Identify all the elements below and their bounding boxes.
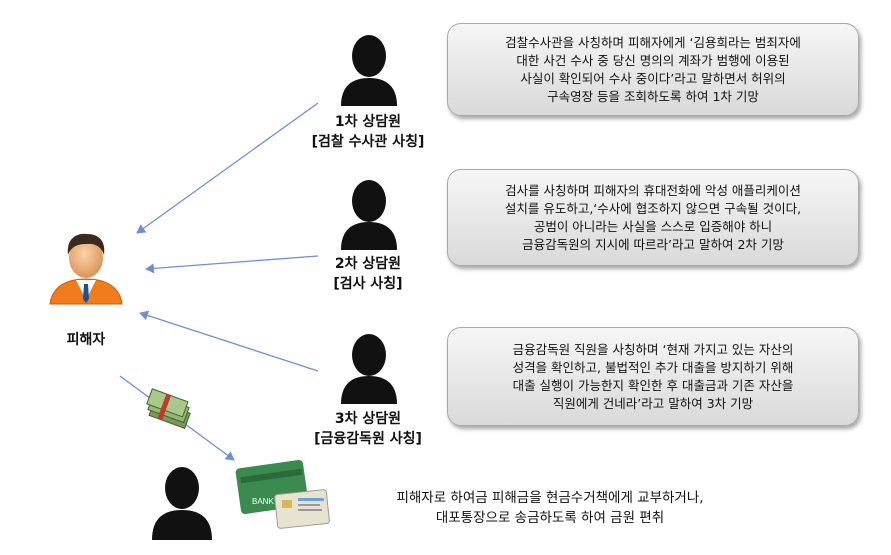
victim-label: 피해자 <box>66 332 106 348</box>
counselor-3-role: [금융감독원 사칭] <box>314 431 422 447</box>
victim-person-icon <box>49 233 123 305</box>
counselor-1-role: [검찰 수사관 사칭] <box>311 134 425 150</box>
bubble-2-line: 공범이 아니라는 사실을 스스로 입증해야 하니 <box>533 218 773 234</box>
counselor-3-bubble: 금융감독원 직원을 사칭하며 ‘현재 가지고 있는 자산의 성격을 확인하고, … <box>447 327 859 426</box>
counselor-1-label: 1차 상담원 [검찰 수사관 사칭] <box>300 112 436 152</box>
bubble-1-line: 구속영장 등을 조회하도록 하여 1차 기망 <box>547 88 759 104</box>
fraud-result-line: 피해자로 하여금 피해금을 현금수거책에게 교부하거나, <box>396 490 704 506</box>
bubble-1-line: 사실이 확인되어 수사 중이다’라고 말하면서 허위의 <box>520 70 786 86</box>
counselor-2-label: 2차 상담원 [검사 사칭] <box>300 254 436 294</box>
bubble-1-line: 대한 사건 수사 중 당신 명의의 계좌가 범행에 이용된 <box>516 52 790 68</box>
counselor-2-role: [검사 사칭] <box>333 276 403 292</box>
fraud-result-text: 피해자로 하여금 피해금을 현금수거책에게 교부하거나, 대포통장으로 송금하도… <box>340 488 760 528</box>
arrow-3-to-victim <box>139 310 319 372</box>
counselor-3-title: 3차 상담원 <box>334 411 402 427</box>
bubble-3-line: 금융감독원 직원을 사칭하며 ‘현재 가지고 있는 자산의 <box>512 341 794 357</box>
bubble-3-line: 직원에게 건네라’라고 말하여 3차 기망 <box>552 395 754 411</box>
card-bank-text: BANK <box>252 497 274 506</box>
bubble-3-line: 성격을 확인하고, 불법적인 추가 대출을 방지하기 위해 <box>512 359 794 375</box>
bubble-3-line: 대출 실행이 가능한지 확인한 후 대출금과 기존 자산을 <box>512 377 794 393</box>
bank-card-icon: BANK <box>235 460 330 529</box>
bubble-2-line: 검사를 사칭하며 피해자의 휴대전화에 악성 애플리케이션 <box>505 182 801 198</box>
bubble-1-line: 검찰수사관을 사칭하며 피해자에게 ‘김용희라는 범죄자에 <box>505 34 801 50</box>
fraud-result-line: 대포통장으로 송금하도록 하여 금원 편취 <box>435 510 665 526</box>
counselor-2-bubble: 검사를 사칭하며 피해자의 휴대전화에 악성 애플리케이션 설치를 유도하고,‘… <box>447 169 859 266</box>
bubble-2-line: 금융감독원의 지시에 따르라’라고 말하여 2차 기망 <box>522 236 784 252</box>
silhouette-cash-collector <box>152 467 212 540</box>
silhouette-counselor-1 <box>341 35 397 106</box>
bubble-2-line: 설치를 유도하고,‘수사에 협조하지 않으면 구속될 것이다, <box>504 200 802 216</box>
counselor-2-title: 2차 상담원 <box>334 256 402 272</box>
arrow-2-to-victim <box>145 255 319 274</box>
silhouette-counselor-3 <box>341 334 397 404</box>
counselor-3-label: 3차 상담원 [금융감독원 사칭] <box>290 409 446 449</box>
money-icon <box>146 388 191 429</box>
arrow-1-to-victim <box>136 102 319 234</box>
counselor-1-bubble: 검찰수사관을 사칭하며 피해자에게 ‘김용희라는 범죄자에 대한 사건 수사 중… <box>447 23 859 116</box>
counselor-1-title: 1차 상담원 <box>334 114 402 130</box>
silhouette-counselor-2 <box>341 180 397 250</box>
